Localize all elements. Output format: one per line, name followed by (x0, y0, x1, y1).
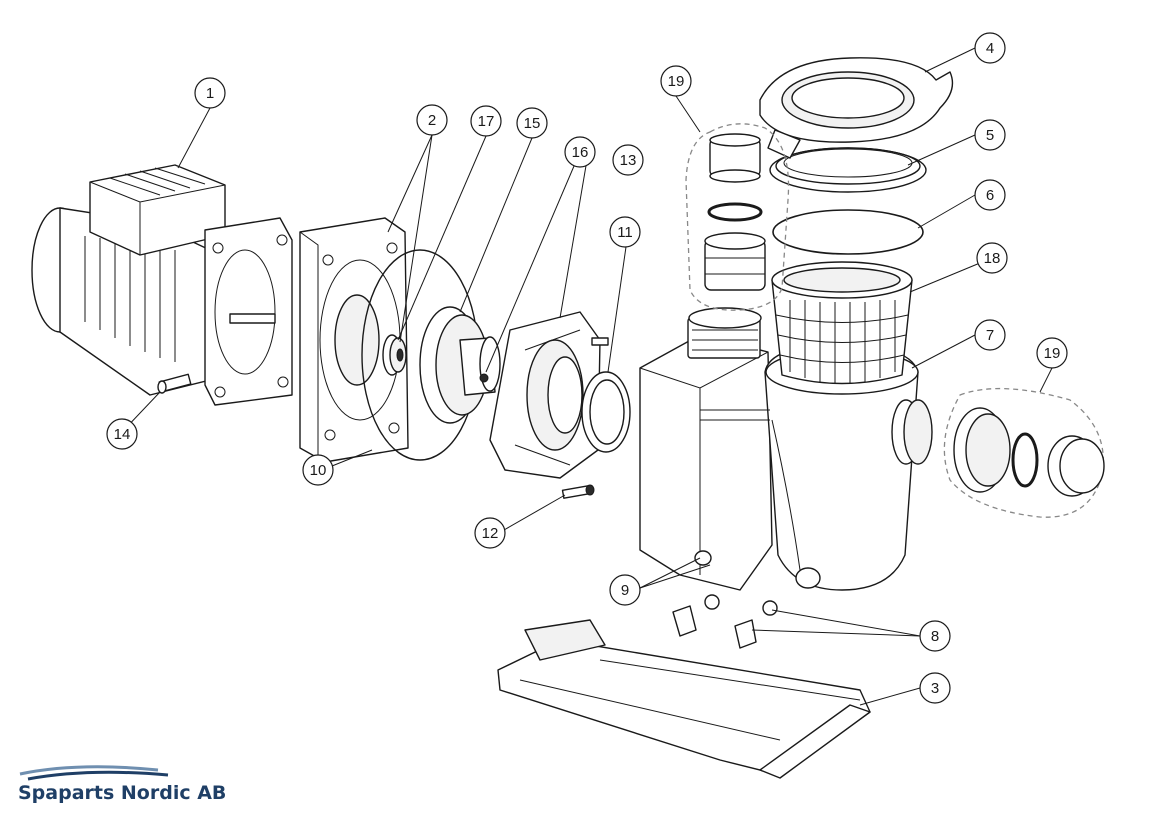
callout-6: 6 (974, 179, 1006, 211)
callout-10: 10 (302, 454, 334, 486)
svg-text:14: 14 (114, 426, 131, 443)
callout-4: 4 (974, 32, 1006, 64)
leader-lines (121, 47, 1053, 706)
strainer-basket-18 (771, 261, 913, 385)
callout-18: 18 (976, 242, 1008, 274)
seal-plate (299, 217, 409, 463)
brand-name: Spaparts Nordic AB (18, 782, 227, 804)
bolt-14 (157, 373, 192, 394)
impeller-15 (419, 306, 501, 424)
callout-7: 7 (974, 319, 1006, 351)
svg-text:18: 18 (984, 250, 1001, 267)
motor (31, 164, 293, 406)
union-kit-right-19 (943, 387, 1105, 518)
base-3 (497, 619, 871, 779)
callout-19-right: 19 (1036, 337, 1068, 369)
o-ring-11 (581, 371, 631, 453)
drain-plugs-8 (672, 594, 778, 649)
svg-text:19: 19 (668, 73, 685, 90)
callout-9: 9 (609, 574, 641, 606)
callout-16-label: 16 (564, 136, 596, 168)
diffuser-13 (489, 311, 609, 479)
screw-16 (479, 373, 489, 383)
svg-text:6: 6 (986, 187, 994, 204)
callout-8: 8 (919, 620, 951, 652)
mechanical-seal-17 (382, 334, 407, 376)
svg-text:12: 12 (482, 525, 499, 542)
brand-logo: Spaparts Nordic AB (18, 762, 238, 812)
callout-5: 5 (974, 119, 1006, 151)
svg-text:10: 10 (310, 462, 327, 479)
svg-text:2: 2 (428, 112, 436, 129)
o-ring-6 (772, 209, 924, 255)
callout-14: 14 (106, 418, 138, 450)
svg-text:13: 13 (620, 152, 637, 169)
svg-text:15: 15 (524, 115, 541, 132)
svg-text:8: 8 (931, 628, 939, 645)
svg-text:9: 9 (621, 582, 629, 599)
svg-text:7: 7 (986, 327, 994, 344)
svg-text:3: 3 (931, 680, 939, 697)
wave-logo-icon (19, 765, 169, 781)
svg-text:11: 11 (617, 224, 633, 241)
callout-2: 2 (416, 104, 448, 136)
callout-19-top: 19 (660, 65, 692, 97)
lock-ring-4 (759, 57, 954, 159)
callout-15: 15 (516, 107, 548, 139)
callout-3: 3 (919, 672, 951, 704)
union-kit-top-19 (685, 123, 790, 311)
callout-11: 11 (609, 216, 641, 248)
callout-1: 1 (194, 77, 226, 109)
svg-text:19: 19 (1044, 345, 1061, 362)
svg-text:17: 17 (478, 113, 495, 130)
callout-13: 13 (612, 144, 644, 176)
callout-16-text: 16 (572, 144, 589, 161)
lid-5 (769, 147, 927, 193)
callout-12: 12 (474, 517, 506, 549)
callout-17: 17 (470, 105, 502, 137)
svg-text:4: 4 (986, 40, 994, 57)
svg-text:5: 5 (986, 127, 994, 144)
svg-text:1: 1 (206, 85, 214, 102)
screw-12 (561, 484, 595, 499)
